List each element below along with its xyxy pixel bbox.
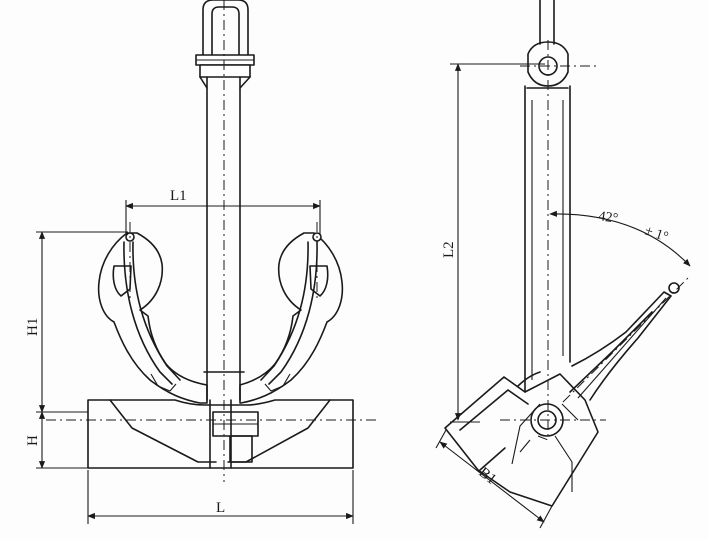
dimension-L1: L1	[125, 188, 321, 234]
dimension-L: L	[87, 470, 354, 524]
side-centerlines	[500, 40, 691, 441]
dimension-B1: B1	[435, 429, 553, 529]
dimension-H: H	[25, 411, 88, 469]
side-view: L2 42° ± 1° B1	[435, 0, 691, 529]
label-L2: L2	[441, 241, 457, 258]
front-view: L1 H1 H L	[25, 0, 378, 524]
front-centerlines	[46, 0, 378, 482]
dimension-L2: L2	[441, 63, 545, 423]
label-H: H	[25, 435, 41, 446]
right-fluke-arm	[239, 232, 344, 404]
label-angle: 42°	[597, 209, 619, 227]
crown-block	[87, 399, 354, 469]
label-L1: L1	[170, 188, 187, 204]
label-tolerance: ± 1°	[643, 224, 670, 246]
side-shackle	[527, 0, 569, 87]
dimension-angle: 42° ± 1°	[549, 209, 691, 267]
dimension-H1: H1	[25, 231, 128, 413]
label-L: L	[216, 500, 225, 516]
side-crown	[444, 371, 599, 507]
left-fluke-arm	[97, 232, 208, 404]
shackle	[195, 0, 255, 78]
label-H1: H1	[25, 318, 41, 336]
shank	[199, 76, 251, 469]
